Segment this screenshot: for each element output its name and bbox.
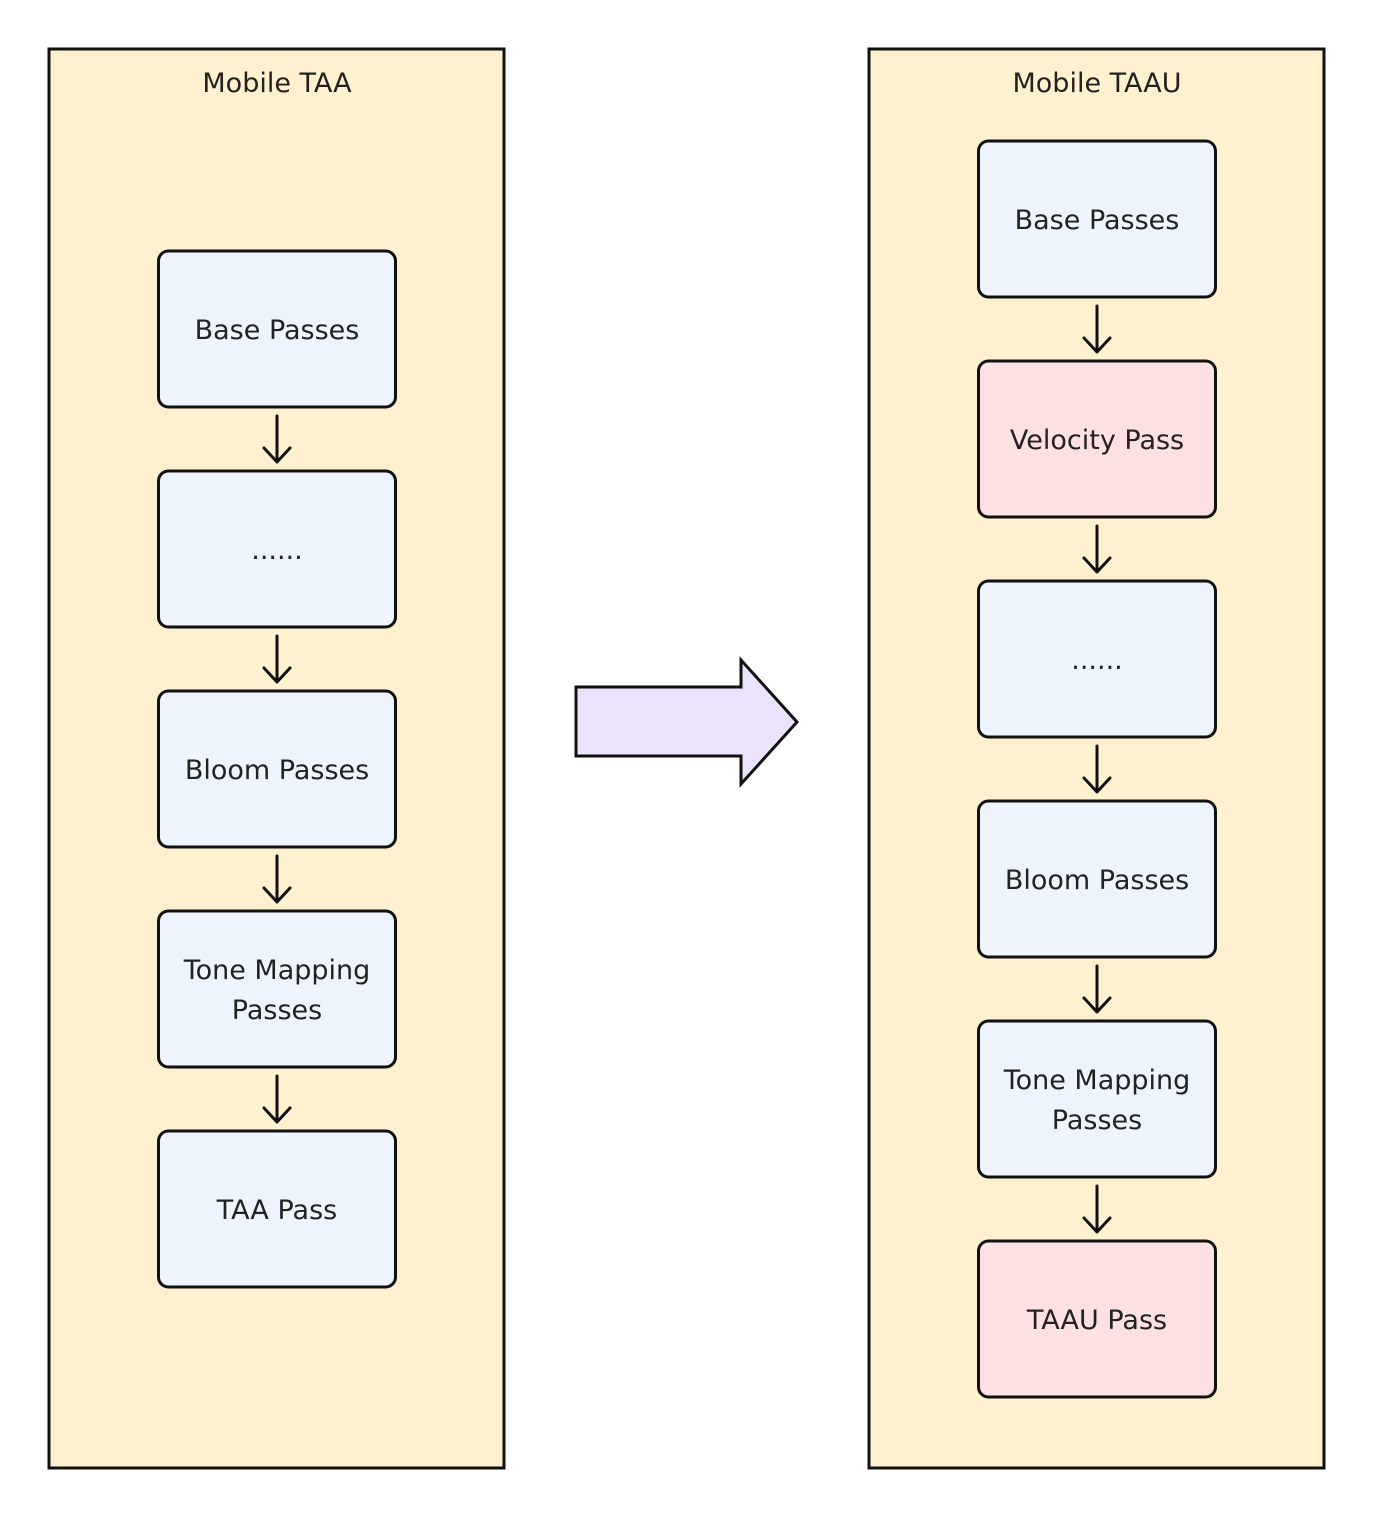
flow-node-box [157, 249, 397, 409]
down-arrow-icon [1082, 964, 1112, 1014]
flow-node-label: Tone Mapping [183, 955, 371, 986]
flow-node-label: ...... [1071, 645, 1123, 676]
flow-node-box [157, 469, 397, 629]
down-arrow-icon [1082, 744, 1112, 794]
down-arrow-icon [262, 1074, 292, 1124]
flow-node: Velocity Pass [977, 359, 1217, 519]
flow-node: ...... [157, 469, 397, 629]
left-panel: Mobile TAA Base Passes...... Bloom Passes… [47, 47, 506, 1470]
flow-node: ...... [977, 579, 1217, 739]
flow-node-label: ...... [251, 535, 303, 566]
flow-node-label: Velocity Pass [1010, 425, 1184, 456]
flow-node-box [977, 359, 1217, 519]
flow-node: Bloom Passes [157, 689, 397, 849]
flow-node-box [157, 909, 397, 1069]
flow-node-box [977, 139, 1217, 299]
flow-node-label: TAAU Pass [1026, 1305, 1167, 1336]
flow-node-box [157, 689, 397, 849]
right-panel-title: Mobile TAAU [1012, 68, 1181, 99]
flow-node-box [977, 1019, 1217, 1179]
flow-node: TAAU Pass [977, 1239, 1217, 1399]
flow-node-label: Tone Mapping [1003, 1065, 1191, 1096]
flow-node-box [977, 579, 1217, 739]
flow-node: Bloom Passes [977, 799, 1217, 959]
flow-node-box [977, 799, 1217, 959]
right-arrow-icon [574, 656, 800, 788]
flow-node-label: Passes [1052, 1105, 1142, 1136]
flow-node: TAA Pass [157, 1129, 397, 1289]
flow-node-box [977, 1239, 1217, 1399]
down-arrow-icon [262, 414, 292, 464]
flow-node: Base Passes [977, 139, 1217, 299]
flow-node-label: Base Passes [1015, 205, 1180, 236]
left-panel-connectors [262, 414, 292, 1124]
flow-node-label: Bloom Passes [1005, 865, 1189, 896]
flow-node-label: Base Passes [195, 315, 360, 346]
down-arrow-icon [1082, 1184, 1112, 1234]
left-panel-title: Mobile TAA [202, 68, 352, 99]
down-arrow-icon [1082, 524, 1112, 574]
flow-node-label: TAA Pass [216, 1195, 337, 1226]
flow-node-label: Passes [232, 995, 322, 1026]
down-arrow-icon [1082, 304, 1112, 354]
right-panel-connectors [1082, 304, 1112, 1234]
flow-node-box [157, 1129, 397, 1289]
down-arrow-icon [262, 854, 292, 904]
flow-node: Base Passes [157, 249, 397, 409]
down-arrow-icon [262, 634, 292, 684]
flow-node-label: Bloom Passes [185, 755, 369, 786]
